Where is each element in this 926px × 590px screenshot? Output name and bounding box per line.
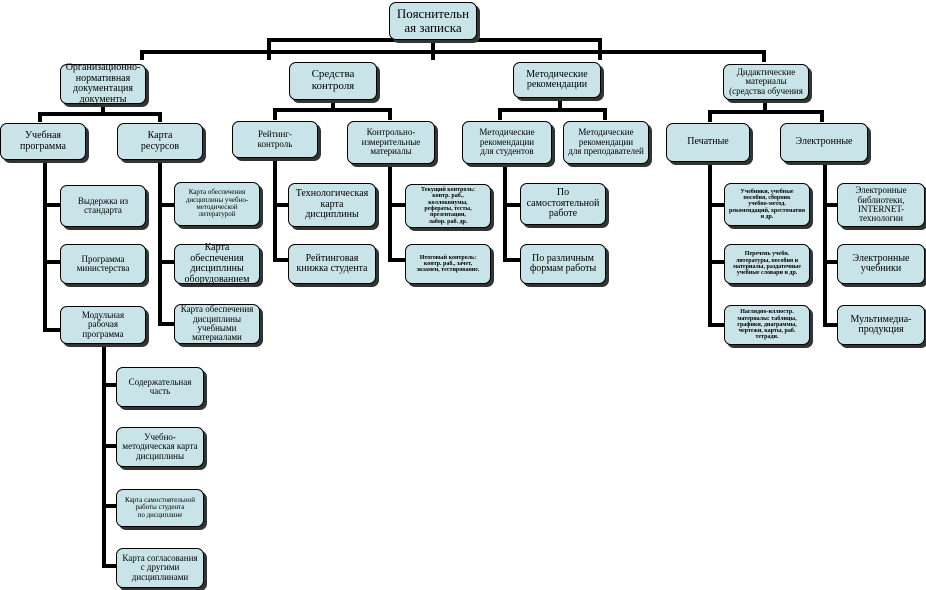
- root-node: Пояснительн ая записка: [389, 2, 477, 40]
- node-materials-map: Карта обеспечения дисциплины учебными ма…: [174, 304, 260, 344]
- node-tech-map: Технологическая карта дисциплины: [288, 183, 376, 227]
- node-selfwork-label: По самостоятельной работе: [526, 187, 600, 220]
- node-selfwork-map: Карта самостоятельной работы студента по…: [116, 489, 204, 527]
- node-selfwork: По самостоятельной работе: [520, 183, 606, 225]
- node-for-teachers: Методические рекомендации для преподават…: [563, 121, 649, 164]
- node-resources: Карта ресурсов: [117, 123, 203, 160]
- node-didactic-label: Дидактические материалы (средства обучен…: [729, 66, 803, 96]
- node-literature-list-label: Перечень учебн. литературы, пособия и ма…: [733, 251, 801, 277]
- node-visual-materials-label: Наглядно-иллюстр. материалы: таблицы, гр…: [737, 309, 797, 341]
- node-literature-list: Перечень учебн. литературы, пособия и ма…: [724, 244, 810, 284]
- node-e-textbooks: Электронные учебники: [837, 244, 925, 284]
- node-for-students-label: Методические рекомендации для студентов: [479, 127, 535, 157]
- node-kim-label: Контрольно- измерительные материалы: [361, 127, 421, 157]
- node-method-map-label: Учебно- методическая карта дисциплины: [122, 431, 198, 461]
- node-equipment-map-label: Карта обеспечения дисциплины оборудовани…: [184, 242, 250, 285]
- node-standard-excerpt-label: Выдержка из стандарта: [77, 195, 129, 215]
- node-electronic: Электронные: [780, 123, 868, 162]
- node-for-students: Методические рекомендации для студентов: [462, 121, 552, 164]
- node-e-libraries-label: Электронные библиотеки, INTERNET- технол…: [855, 185, 907, 224]
- node-multimedia-label: Мультимедиа- продукция: [850, 313, 912, 335]
- node-module-program: Модульная рабочая программа: [60, 306, 146, 344]
- node-visual-materials: Наглядно-иллюстр. материалы: таблицы, гр…: [724, 305, 810, 345]
- node-method-label: Методические рекомендации: [526, 68, 588, 90]
- node-work-forms: По различным формам работы: [520, 244, 606, 284]
- node-final-control-label: Итоговый контроль: контр. раб., зачет, э…: [416, 254, 480, 274]
- node-rating-book-label: Рейтинговая книжка студента: [296, 252, 368, 274]
- node-module-program-label: Модульная рабочая программа: [81, 309, 125, 339]
- node-textbooks-label: Учебники, учебные пособия, сборник учебн…: [729, 188, 805, 220]
- node-work-forms-label: По различным формам работы: [529, 252, 597, 274]
- node-kim: Контрольно- измерительные материалы: [347, 121, 435, 164]
- node-literature-map-label: Карта обеспечения дисциплины учебно- мет…: [185, 188, 249, 219]
- root-label: Пояснительн ая записка: [396, 6, 470, 35]
- node-ministry-program: Программа министерства: [60, 244, 146, 284]
- node-rating: Рейтинг- контроль: [232, 121, 318, 158]
- node-for-teachers-label: Методические рекомендации для преподават…: [568, 127, 644, 157]
- node-literature-map: Карта обеспечения дисциплины учебно- мет…: [174, 182, 260, 226]
- node-content-part-label: Содержательная часть: [128, 376, 192, 396]
- node-printed: Печатные: [666, 123, 750, 162]
- node-multimedia: Мультимедиа- продукция: [837, 305, 925, 345]
- node-method-map: Учебно- методическая карта дисциплины: [116, 427, 204, 467]
- node-standard-excerpt: Выдержка из стандарта: [60, 185, 146, 227]
- node-coordination-map: Карта согласования с другими дисциплинам…: [116, 548, 204, 588]
- node-program: Учебная программа: [0, 123, 86, 160]
- node-content-part: Содержательная часть: [116, 367, 204, 407]
- node-current-control-label: Текущий контроль: контр. раб., коллоквиу…: [421, 187, 475, 225]
- node-current-control: Текущий контроль: контр. раб., коллоквиу…: [405, 184, 491, 228]
- node-control: Средства контроля: [289, 62, 377, 100]
- node-rating-label: Рейтинг- контроль: [257, 129, 293, 149]
- node-method: Методические рекомендации: [513, 62, 601, 98]
- node-control-label: Средства контроля: [311, 68, 355, 92]
- node-selfwork-map-label: Карта самостоятельной работы студента по…: [125, 495, 195, 519]
- node-materials-map-label: Карта обеспечения дисциплины учебными ма…: [180, 304, 254, 343]
- node-equipment-map: Карта обеспечения дисциплины оборудовани…: [174, 242, 260, 285]
- node-printed-label: Печатные: [687, 136, 729, 148]
- node-final-control: Итоговый контроль: контр. раб., зачет, э…: [405, 244, 491, 284]
- node-tech-map-label: Технологическая карта дисциплины: [295, 188, 369, 221]
- node-program-label: Учебная программа: [20, 130, 66, 152]
- node-e-textbooks-label: Электронные учебники: [852, 252, 910, 274]
- node-resources-label: Карта ресурсов: [140, 130, 180, 152]
- node-coordination-map-label: Карта согласования с другими дисциплинам…: [122, 552, 198, 582]
- node-org-docs: Организационно- нормативная документация…: [60, 62, 146, 105]
- node-rating-book: Рейтинговая книжка студента: [288, 244, 376, 284]
- node-didactic: Дидактические материалы (средства обучен…: [723, 64, 809, 100]
- node-textbooks: Учебники, учебные пособия, сборник учебн…: [724, 183, 810, 226]
- node-ministry-program-label: Программа министерства: [76, 253, 130, 273]
- node-electronic-label: Электронные: [795, 136, 853, 148]
- node-org-docs-label: Организационно- нормативная документация…: [65, 62, 141, 105]
- node-e-libraries: Электронные библиотеки, INTERNET- технол…: [837, 183, 925, 227]
